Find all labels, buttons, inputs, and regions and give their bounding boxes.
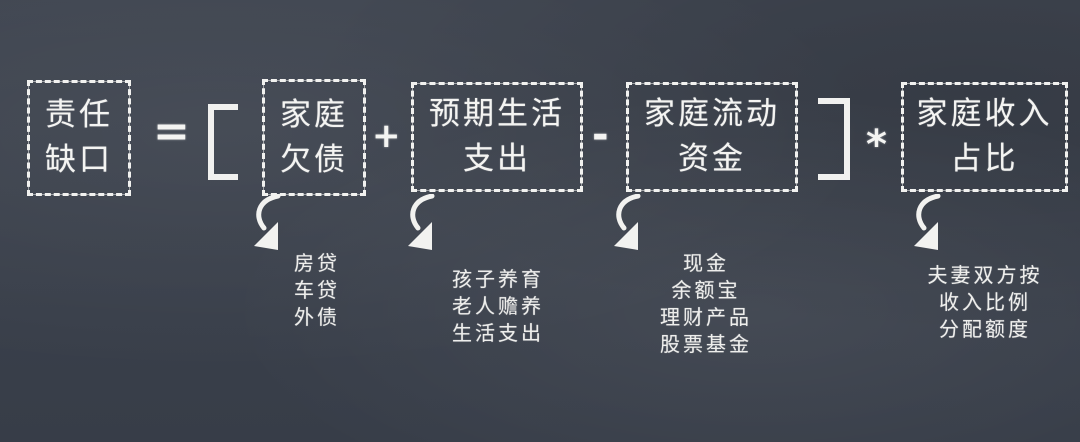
note-item: 车贷 bbox=[294, 278, 340, 302]
term-3-line-2: 资金 bbox=[678, 141, 746, 177]
note-item: 余额宝 bbox=[671, 278, 741, 302]
result-line-1: 责任 bbox=[45, 97, 113, 134]
left-bracket bbox=[208, 104, 238, 180]
term-1-line-1: 家庭 bbox=[280, 96, 348, 133]
term-box-family-debt: 家庭 欠债 bbox=[262, 79, 366, 196]
result-box-liability-gap: 责任 缺口 bbox=[27, 80, 131, 196]
minus-sign: - bbox=[592, 112, 609, 158]
equals-sign: = bbox=[153, 106, 190, 157]
curved-arrow-icon bbox=[408, 194, 435, 250]
right-bracket bbox=[818, 98, 850, 180]
note-item: 股票基金 bbox=[660, 332, 752, 356]
curved-arrow-icon bbox=[614, 194, 641, 250]
result-line-2: 缺口 bbox=[45, 142, 113, 178]
multiply-sign: * bbox=[866, 122, 887, 168]
note-item: 分配额度 bbox=[939, 317, 1031, 341]
note-income-share-breakdown: 夫妻双方按 收入比例 分配额度 bbox=[920, 262, 1050, 343]
note-item: 夫妻双方按 bbox=[927, 263, 1043, 287]
term-box-family-liquid-funds: 家庭流动 资金 bbox=[626, 82, 798, 192]
note-liquid-funds-breakdown: 现金 余额宝 理财产品 股票基金 bbox=[646, 250, 766, 358]
curved-arrow-icon bbox=[914, 194, 941, 250]
plus-sign: + bbox=[372, 116, 401, 156]
note-item: 老人赡养 bbox=[452, 294, 544, 318]
term-2-line-2: 支出 bbox=[463, 141, 531, 177]
term-box-family-income-share: 家庭收入 占比 bbox=[901, 82, 1068, 192]
term-3-line-1: 家庭流动 bbox=[644, 96, 780, 133]
note-expense-breakdown: 孩子养育 老人赡养 生活支出 bbox=[438, 266, 558, 347]
term-4-line-1: 家庭收入 bbox=[916, 96, 1053, 133]
term-2-line-1: 预期生活 bbox=[429, 96, 565, 133]
note-item: 孩子养育 bbox=[452, 267, 544, 291]
note-item: 现金 bbox=[683, 251, 729, 275]
note-item: 理财产品 bbox=[660, 305, 752, 329]
note-item: 生活支出 bbox=[452, 321, 544, 345]
note-item: 房贷 bbox=[294, 251, 340, 275]
curved-arrow-icon bbox=[254, 194, 281, 250]
term-box-expected-living-expenses: 预期生活 支出 bbox=[411, 82, 583, 192]
term-1-line-2: 欠债 bbox=[280, 141, 348, 178]
note-item: 外债 bbox=[294, 305, 340, 329]
note-debt-breakdown: 房贷 车贷 外债 bbox=[282, 250, 352, 331]
note-item: 收入比例 bbox=[939, 290, 1031, 314]
term-4-line-2: 占比 bbox=[950, 141, 1019, 177]
